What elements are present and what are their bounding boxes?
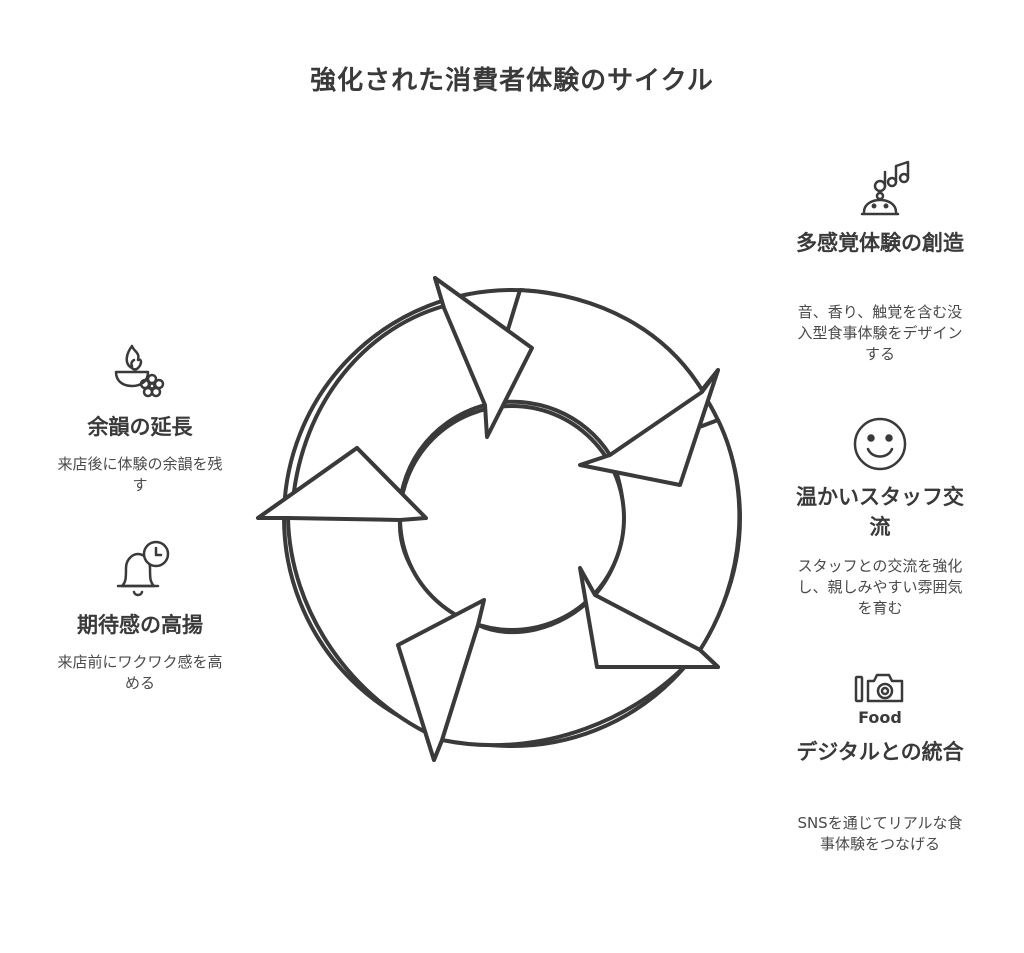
cycle-item-digital: Food デジタルとの統合 SNSを通じてリアルな食事体験をつなげる: [780, 665, 980, 895]
item-description: 来店前にワクワク感を高める: [57, 653, 223, 692]
item-description: 音、香り、触覚を含む没入型食事体験をデザインする: [797, 303, 963, 363]
item-description: スタッフとの交流を強化し、親しみやすい雰囲気を育む: [797, 557, 963, 617]
item-description: 来店後に体験の余韻を残す: [57, 455, 223, 494]
arrow-head-2: [578, 368, 720, 487]
diagram-title: 強化された消費者体験のサイクル: [310, 66, 714, 96]
arrow-head-5: [256, 446, 428, 522]
item-heading: 多感覚体験の創造: [796, 231, 964, 255]
bell-clock-icon: [108, 538, 172, 604]
arrow-head-3: [578, 566, 720, 669]
food-label: Food: [858, 708, 902, 727]
item-heading: デジタルとの統合: [796, 740, 964, 764]
item-heading: 期待感の高揚: [77, 613, 203, 637]
cycle-item-multisensory: 多感覚体験の創造 音、香り、触覚を含む没入型食事体験をデザインする: [780, 150, 980, 380]
arrow-head-4: [396, 598, 486, 762]
cycle-item-staff: 温かいスタッフ交流 スタッフとの交流を強化し、親しみやすい雰囲気を育む: [780, 410, 980, 640]
smiley-face-icon: [850, 414, 910, 478]
bell-music-notes-icon: [850, 156, 910, 222]
item-heading: 余韻の延長: [87, 415, 193, 439]
camera-food-icon: Food: [850, 667, 910, 733]
cycle-item-anticipation: 期待感の高揚 来店前にワクワク感を高める: [55, 538, 225, 708]
cycle-item-afterglow: 余韻の延長 来店後に体験の余韻を残す: [55, 340, 225, 510]
item-heading: 温かいスタッフ交流: [796, 485, 964, 539]
arrow-head-1: [433, 276, 534, 439]
flame-bowl-flower-icon: [108, 340, 172, 406]
item-description: SNSを通じてリアルな食事体験をつなげる: [797, 814, 963, 853]
